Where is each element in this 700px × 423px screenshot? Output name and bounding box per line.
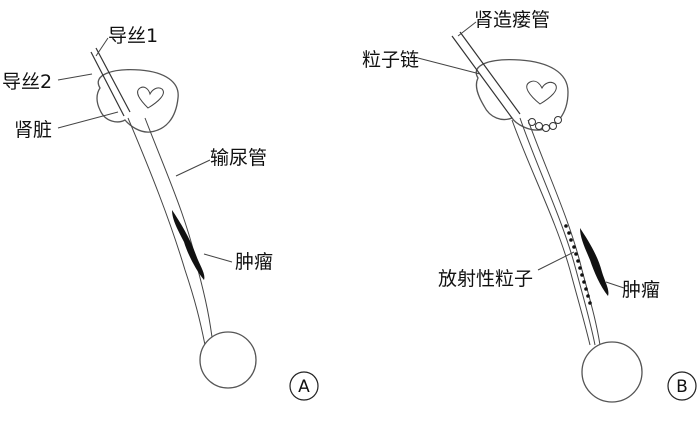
guidewire-2-a: [90, 51, 125, 117]
panel-tag-b: B: [676, 377, 688, 397]
label-ureter: 输尿管: [210, 147, 267, 169]
radioactive-seeds-b: [564, 224, 592, 305]
bladder-b: [581, 341, 643, 403]
label-seed-chain: 粒子链: [362, 49, 419, 71]
kidney-a: [96, 69, 179, 133]
nephrostomy-tube-b2: [459, 31, 521, 115]
label-guidewire1: 导丝1: [108, 25, 158, 47]
leader-guidewire2: [57, 73, 93, 81]
ureter-b: [511, 119, 591, 346]
ureter-b-inner: [527, 119, 601, 346]
leader-ureter-a: [175, 159, 211, 177]
ureter-a: [127, 117, 206, 346]
label-guidewire2: 导丝2: [2, 71, 52, 93]
panel-tag-a-circle: [289, 371, 319, 401]
kidney-seeds-b: [528, 116, 562, 132]
leader-radioactive-seeds: [537, 251, 575, 271]
guidewire-1-a: [95, 47, 131, 113]
panel-tag-b-circle: [667, 371, 697, 401]
leader-guidewire1: [95, 37, 109, 57]
tumor-b: [580, 228, 609, 296]
renal-pelvis-a: [137, 86, 164, 109]
panel-tag-a: A: [298, 377, 310, 397]
leader-kidney: [57, 111, 119, 129]
panel-a: 导丝1 导丝2 肾脏 输尿管 肿瘤 A: [2, 25, 319, 401]
label-tumor-a: 肿瘤: [235, 251, 273, 273]
label-nephrostomy-tube: 肾造瘘管: [474, 9, 550, 31]
label-radioactive-seeds: 放射性粒子: [438, 268, 533, 290]
bladder-a: [199, 331, 257, 389]
leader-tumor-b: [605, 281, 625, 289]
panel-b: 肾造瘘管 粒子链 放射性粒子 肿瘤 B: [362, 9, 697, 403]
leader-seed-chain: [417, 57, 481, 75]
label-tumor-b: 肿瘤: [622, 279, 660, 301]
renal-pelvis-b: [526, 80, 557, 105]
leader-tumor-a: [203, 253, 233, 263]
seed-chain-line-b: [519, 117, 596, 346]
leader-nephrostomy: [457, 21, 477, 37]
kidney-b: [475, 59, 569, 131]
tumor-a: [172, 210, 205, 280]
nephrostomy-tube-b: [451, 35, 513, 119]
label-kidney: 肾脏: [14, 119, 52, 141]
